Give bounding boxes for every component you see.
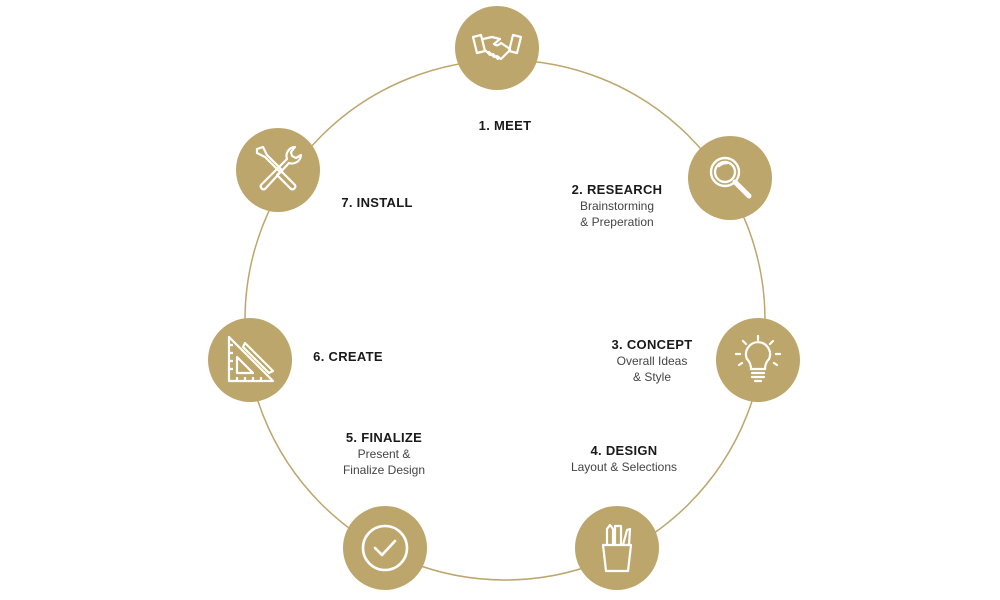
step-meet-label: 1. MEET [479, 118, 532, 134]
ruler-triangle-icon [227, 335, 275, 383]
step-description: & Preperation [580, 215, 654, 229]
step-research-node [688, 136, 772, 220]
step-meet-node [455, 6, 539, 90]
handshake-icon [471, 33, 523, 61]
step-description: Brainstorming [579, 199, 655, 213]
step-title: 1. MEET [478, 118, 532, 133]
pencil-cup-icon [601, 523, 633, 573]
step-description: Overall Ideas [616, 354, 688, 368]
step-design-node [575, 506, 659, 590]
step-finalize-node [343, 506, 427, 590]
step-design-label: 4. DESIGN Layout & Selections [571, 443, 677, 475]
step-title: 5. FINALIZE [345, 430, 423, 445]
step-description: & Style [632, 370, 672, 384]
magnifier-icon [709, 156, 752, 199]
checkmark-icon [361, 524, 409, 572]
lightbulb-icon [734, 334, 782, 383]
step-install-node [236, 128, 320, 212]
step-title: 2. RESEARCH [571, 182, 663, 197]
step-create-label: 6. CREATE [313, 349, 383, 365]
step-title: 4. DESIGN [590, 443, 658, 458]
step-title: 7. INSTALL [341, 195, 413, 210]
step-concept-node [716, 318, 800, 402]
step-description: Layout & Selections [570, 460, 678, 474]
step-create-node [208, 318, 292, 402]
step-install-label: 7. INSTALL [341, 195, 412, 211]
step-concept-label: 3. CONCEPT Overall Ideas & Style [611, 337, 692, 385]
step-research-label: 2. RESEARCH Brainstorming & Preperation [572, 182, 663, 230]
step-title: 6. CREATE [313, 349, 383, 364]
step-finalize-label: 5. FINALIZE Present & Finalize Design [343, 430, 425, 478]
step-description: Present & [357, 447, 411, 461]
tools-icon [255, 145, 303, 191]
step-title: 3. CONCEPT [611, 337, 693, 352]
step-description: Finalize Design [342, 463, 426, 477]
